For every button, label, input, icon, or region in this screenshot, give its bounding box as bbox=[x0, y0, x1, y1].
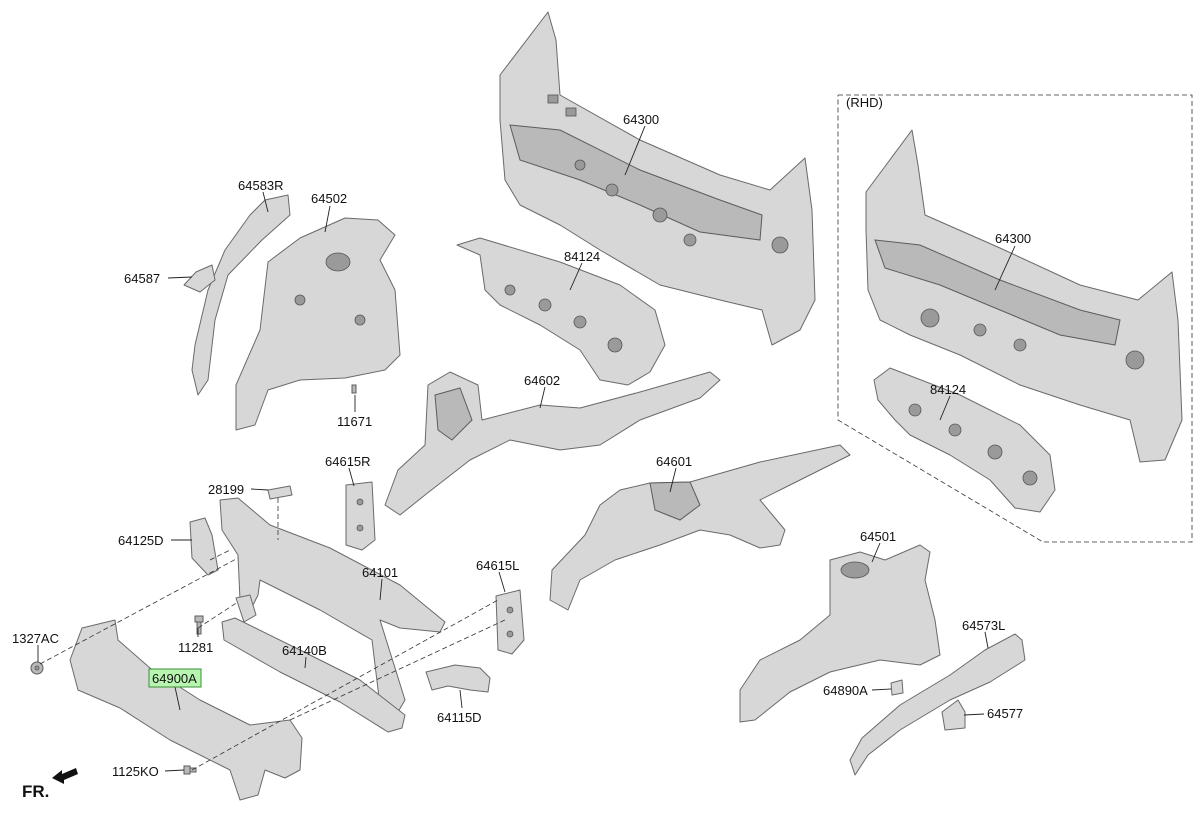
label-84124-rhd[interactable]: 84124 bbox=[930, 382, 966, 397]
label-64300-rhd[interactable]: 64300 bbox=[995, 231, 1031, 246]
label-64501[interactable]: 64501 bbox=[860, 529, 896, 544]
label-64587[interactable]: 64587 bbox=[124, 271, 160, 286]
label-64615R[interactable]: 64615R bbox=[325, 454, 371, 469]
label-64115D[interactable]: 64115D bbox=[437, 710, 482, 725]
label-1327AC[interactable]: 1327AC bbox=[12, 631, 59, 646]
rhd-box: (RHD) bbox=[837, 94, 1193, 543]
label-64140B[interactable]: 64140B bbox=[282, 643, 327, 658]
label-64577[interactable]: 64577 bbox=[987, 706, 1023, 721]
label-64573L[interactable]: 64573L bbox=[962, 618, 1005, 633]
member-64573L[interactable] bbox=[849, 633, 1026, 776]
front-arrow-icon bbox=[52, 768, 78, 784]
dash-panel-64300[interactable] bbox=[499, 11, 816, 346]
side-member-64602[interactable] bbox=[384, 371, 721, 516]
label-64101[interactable]: 64101 bbox=[362, 565, 398, 580]
label-64900A[interactable]: 64900A bbox=[152, 671, 197, 686]
clip-11671[interactable] bbox=[351, 384, 357, 394]
bracket-64125D[interactable] bbox=[189, 517, 219, 576]
leader-lines bbox=[37, 125, 1016, 772]
bolt-1125KO[interactable] bbox=[183, 765, 197, 775]
bracket-64115D[interactable] bbox=[425, 664, 491, 693]
bumper-beam-64900A[interactable] bbox=[69, 619, 303, 801]
bracket-64577[interactable] bbox=[941, 699, 966, 731]
bracket-64583R[interactable] bbox=[191, 194, 291, 396]
label-64502[interactable]: 64502 bbox=[311, 191, 347, 206]
label-64583R[interactable]: 64583R bbox=[238, 178, 284, 193]
label-64615L[interactable]: 64615L bbox=[476, 558, 519, 573]
label-64125D[interactable]: 64125D bbox=[118, 533, 164, 548]
rhd-caption: (RHD) bbox=[846, 95, 883, 110]
label-28199[interactable]: 28199 bbox=[208, 482, 244, 497]
label-1125KO[interactable]: 1125KO bbox=[112, 764, 159, 779]
wheelhouse-64502[interactable] bbox=[235, 217, 401, 431]
label-64601[interactable]: 64601 bbox=[656, 454, 692, 469]
bracket-64587[interactable] bbox=[183, 264, 216, 293]
member-64140B[interactable] bbox=[221, 617, 406, 733]
label-84124[interactable]: 84124 bbox=[564, 249, 600, 264]
highlight-64900A bbox=[148, 668, 202, 688]
part-labels: 64300 64300 84124 84124 64583R 64502 645… bbox=[12, 112, 1031, 779]
wheelhouse-64501[interactable] bbox=[739, 544, 941, 723]
clip-28199[interactable] bbox=[267, 485, 293, 500]
label-11281[interactable]: 11281 bbox=[178, 640, 213, 655]
front-text: FR. bbox=[22, 782, 49, 801]
label-64602[interactable]: 64602 bbox=[524, 373, 560, 388]
side-member-64601[interactable] bbox=[549, 444, 851, 611]
bracket-64615L[interactable] bbox=[495, 589, 525, 655]
label-11671[interactable]: 11671 bbox=[337, 414, 372, 429]
dash-panel-64300-rhd[interactable] bbox=[865, 129, 1183, 463]
label-64890A[interactable]: 64890A bbox=[823, 683, 868, 698]
crossmember-84124-rhd[interactable] bbox=[873, 367, 1056, 513]
crossmember-84124[interactable] bbox=[456, 237, 666, 386]
nut-1327AC[interactable] bbox=[30, 661, 44, 675]
bracket-64615R[interactable] bbox=[345, 481, 376, 551]
label-64300[interactable]: 64300 bbox=[623, 112, 659, 127]
bracket-64890A[interactable] bbox=[890, 679, 904, 696]
bolt-11281[interactable] bbox=[194, 615, 204, 635]
front-indicator: FR. bbox=[22, 768, 78, 801]
assembly-lines bbox=[39, 498, 506, 771]
